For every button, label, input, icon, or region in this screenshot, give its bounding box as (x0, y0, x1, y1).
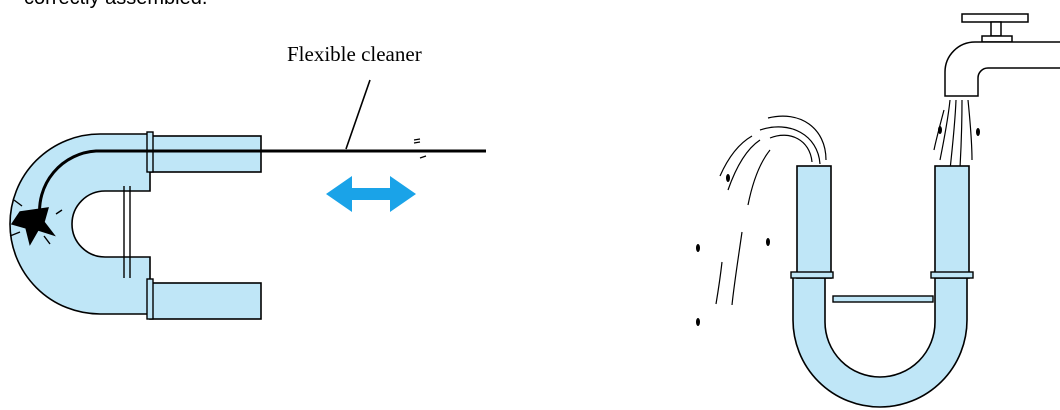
faucet-water-stream (933, 99, 973, 171)
left-upper-straight-pipe (149, 135, 262, 173)
right-u-trap-pipe (792, 275, 968, 408)
water-droplet-icon (696, 126, 980, 326)
left-u-bend-pipe (9, 133, 151, 315)
partial-caption-text: correctly assembled. (24, 0, 207, 10)
flexible-cleaner-cable (38, 149, 486, 219)
label-pointer-line (345, 79, 371, 150)
right-right-riser-pipe (934, 165, 970, 279)
left-diagram (9, 79, 486, 320)
right-left-riser-pipe (796, 165, 832, 279)
right-crossbar (832, 295, 934, 303)
left-lower-straight-pipe (149, 282, 262, 320)
right-diagram (696, 13, 1060, 408)
clog-icon (9, 199, 63, 246)
overflow-spray (715, 115, 827, 306)
right-right-joint (930, 271, 974, 279)
double-headed-arrow-icon (326, 176, 416, 212)
right-left-joint (790, 271, 834, 279)
left-lower-joint (146, 278, 154, 320)
flexible-cleaner-label: Flexible cleaner (287, 42, 422, 66)
faucet-icon (944, 13, 1060, 97)
